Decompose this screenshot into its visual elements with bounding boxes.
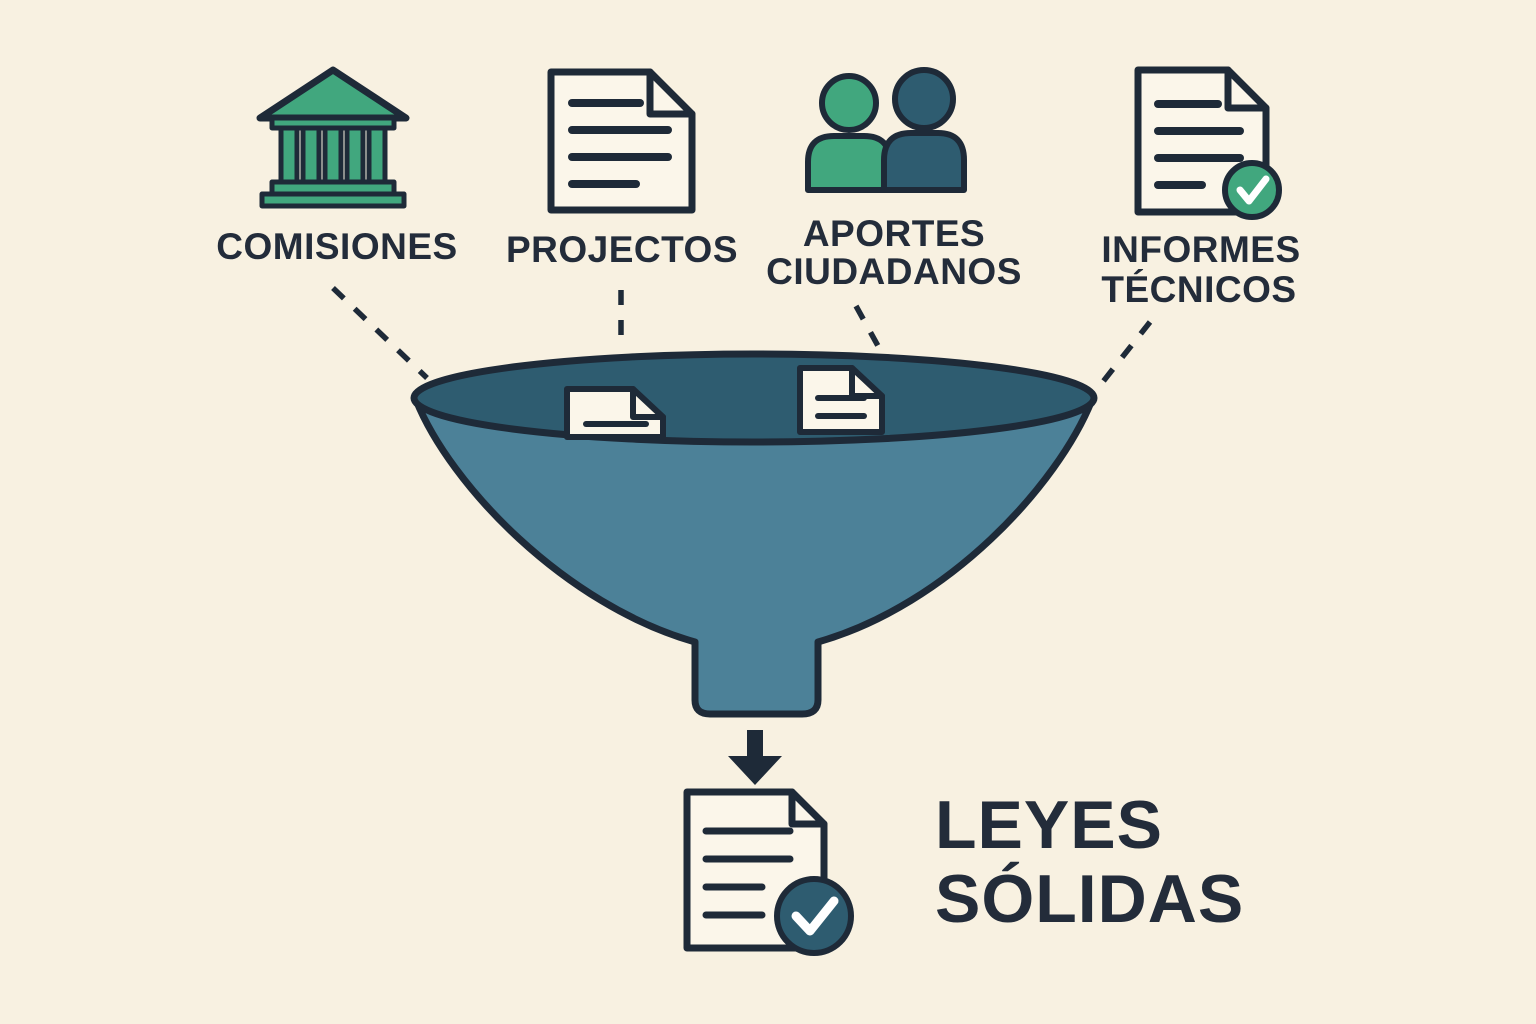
report-fold: [1224, 66, 1270, 112]
check-badge: [774, 876, 854, 956]
technical-report-icon: [1134, 66, 1282, 220]
inner-document-icon: [564, 386, 666, 440]
input-label-informes-line2: TÉCNICOS: [1101, 269, 1296, 310]
document-icon: [547, 68, 696, 214]
input-label-projectos: PROJECTOS: [506, 229, 738, 270]
building-column: [300, 125, 322, 185]
building-column: [344, 125, 366, 185]
output-label-line2: SÓLIDAS: [935, 861, 1244, 937]
document-fold: [646, 68, 696, 118]
check-icon: [1236, 175, 1270, 205]
funnel-icon: [410, 350, 1098, 718]
input-label-aportes-line1: APORTES: [803, 213, 985, 254]
building-column: [322, 125, 344, 185]
inner-document-icon: [797, 365, 885, 435]
government-building-icon: [256, 66, 410, 209]
dashed-connector-aportes: [853, 304, 891, 366]
funnel-body: [412, 396, 1096, 718]
citizens-icon: [805, 67, 967, 193]
arrow-head: [728, 756, 782, 785]
document-sheet: [547, 68, 696, 214]
input-label-comisiones: COMISIONES: [216, 226, 457, 267]
law-fold: [788, 788, 828, 828]
input-label-informes-line1: INFORMES: [1101, 229, 1300, 270]
inner-document-fold: [630, 386, 666, 420]
dashed-connector-comisiones: [331, 286, 429, 380]
input-label-aportes-line2: CIUDADANOS: [766, 251, 1022, 292]
citizen-head: [819, 73, 879, 133]
building-base: [259, 191, 407, 209]
down-arrow-icon: [728, 730, 782, 785]
citizen-head: [892, 67, 956, 131]
arrow-stem: [747, 730, 763, 758]
output-label-line1: LEYES: [935, 787, 1163, 863]
funnel-mouth: [410, 350, 1098, 446]
approved-law-icon: [683, 788, 854, 956]
building-pediment: [256, 66, 410, 122]
building-column: [366, 125, 388, 185]
check-badge: [1222, 160, 1282, 220]
dashed-connector-informes: [1095, 320, 1153, 390]
check-icon: [791, 896, 839, 936]
building-column: [278, 125, 300, 185]
citizen-body: [805, 133, 893, 193]
citizen-body: [881, 130, 967, 193]
